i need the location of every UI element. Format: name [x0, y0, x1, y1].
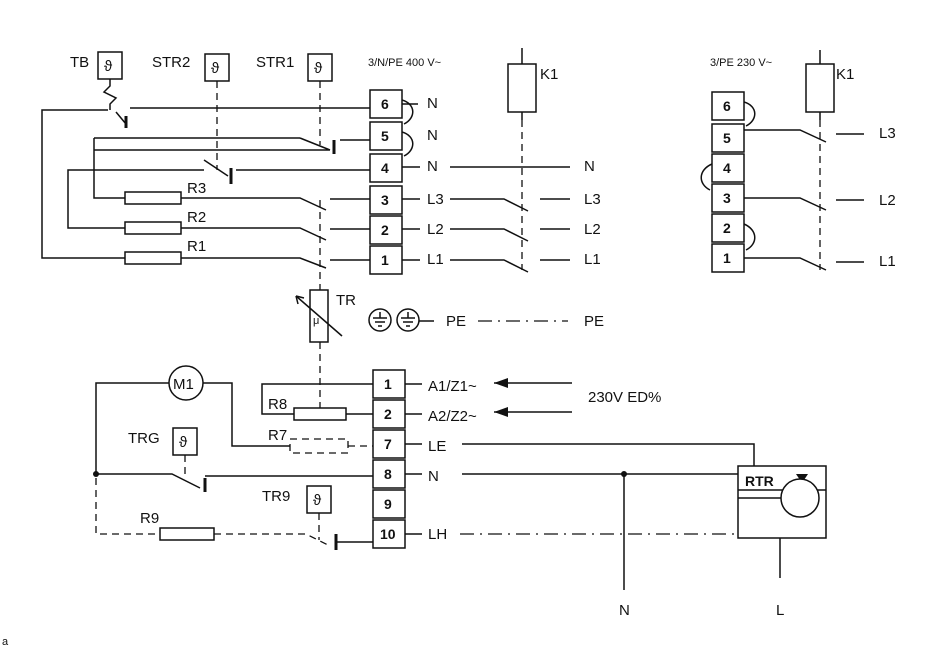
earth-icon	[368, 308, 420, 332]
svg-text:ϑ: ϑ	[179, 434, 188, 451]
bottom-circuit: 1 2 7 8 9 10 A1/Z1~ A2/Z2~ LE N LH 230V …	[93, 365, 827, 619]
supply-label-400v: 3/N/PE 400 V~	[368, 57, 441, 69]
b-terminal-8: 8	[384, 466, 392, 482]
conductor-l3: L3	[427, 191, 444, 208]
top-right-circuit: 3/PE 230 V~ 6 5 4 3 2 1 K1 L3 L2 L1	[700, 50, 896, 273]
tr9-label: TR9	[262, 488, 290, 505]
terminal-2: 2	[381, 222, 389, 238]
label-lh: LH	[428, 526, 447, 543]
resistor-r2	[124, 221, 182, 235]
r8-label: R8	[268, 396, 287, 413]
tb-label: TB	[70, 54, 89, 71]
middle-section: μ TR PE PE	[295, 289, 604, 408]
trg-label: TRG	[128, 430, 160, 447]
rtr-label: RTR	[745, 473, 774, 489]
svg-text:ϑ: ϑ	[314, 60, 323, 77]
output-l2: L2	[584, 221, 601, 238]
output-n: N	[584, 158, 595, 175]
rtr-controller: RTR	[737, 465, 827, 539]
label-n-8: N	[428, 468, 439, 485]
motor-icon: M1	[168, 365, 204, 401]
corner-label: a	[2, 636, 9, 648]
output-l3: L3	[584, 191, 601, 208]
resistor-r1	[124, 251, 182, 265]
r-output-l1: L1	[879, 253, 896, 270]
b-terminal-9: 9	[384, 496, 392, 512]
pe-right-label: PE	[584, 313, 604, 330]
b-terminal-2: 2	[384, 406, 392, 422]
tr-mu: μ	[313, 315, 319, 327]
str1-thermostat-icon: ϑ	[307, 53, 333, 82]
r7-label: R7	[268, 427, 287, 444]
motor-label: M1	[173, 376, 194, 393]
terminal-1: 1	[381, 252, 389, 268]
resistor-r9	[159, 527, 215, 541]
label-a1z1: A1/Z1~	[428, 378, 477, 395]
control-voltage-label: 230V ED%	[588, 389, 661, 406]
r-output-l3: L3	[879, 125, 896, 142]
bottom-n-label: N	[619, 602, 630, 619]
tb-thermostat-icon: ϑ	[97, 51, 123, 80]
output-l1: L1	[584, 251, 601, 268]
str2-thermostat-icon: ϑ	[204, 53, 230, 82]
label-a2z2: A2/Z2~	[428, 408, 477, 425]
conductor-n-4: N	[427, 158, 438, 175]
r-terminal-1: 1	[723, 250, 731, 266]
bottom-l-label: L	[776, 602, 784, 619]
resistor-r7	[289, 438, 349, 454]
b-terminal-7: 7	[384, 436, 392, 452]
conductor-n-5: N	[427, 127, 438, 144]
supply-label-230v: 3/PE 230 V~	[710, 57, 772, 69]
trg-thermostat-icon: ϑ	[172, 427, 198, 456]
terminal-5: 5	[381, 128, 389, 144]
r3-label: R3	[187, 180, 206, 197]
terminal-block-bottom: 1 2 7 8 9 10	[372, 369, 406, 549]
terminal-3: 3	[381, 192, 389, 208]
tr-label: TR	[336, 292, 356, 309]
label-le: LE	[428, 438, 446, 455]
r-terminal-3: 3	[723, 190, 731, 206]
r-terminal-5: 5	[723, 130, 731, 146]
conductor-l1: L1	[427, 251, 444, 268]
pe-left-label: PE	[446, 313, 466, 330]
r2-label: R2	[187, 209, 206, 226]
tr9-thermostat-icon: ϑ	[306, 485, 332, 514]
r-terminal-4: 4	[723, 160, 731, 176]
b-terminal-1: 1	[384, 376, 392, 392]
terminal-6: 6	[381, 96, 389, 112]
resistor-r3	[124, 191, 182, 205]
r9-label: R9	[140, 510, 159, 527]
r1-label: R1	[187, 238, 206, 255]
svg-text:ϑ: ϑ	[313, 492, 322, 509]
r-output-l2: L2	[879, 192, 896, 209]
str1-label: STR1	[256, 54, 294, 71]
conductor-n-6: N	[427, 95, 438, 112]
r-terminal-6: 6	[723, 98, 731, 114]
terminal-block-top-right: 6 5 4 3 2 1	[711, 91, 745, 273]
relay-k1-left	[507, 63, 537, 113]
terminal-block-top-left: 6 5 4 3 2 1	[369, 89, 403, 275]
k1-label-right: K1	[836, 66, 854, 83]
str2-label: STR2	[152, 54, 190, 71]
terminal-4: 4	[381, 160, 389, 176]
b-terminal-10: 10	[380, 526, 396, 542]
resistor-r8	[293, 407, 347, 421]
relay-k1-right	[805, 63, 835, 113]
svg-text:ϑ: ϑ	[211, 60, 220, 77]
r-terminal-2: 2	[723, 220, 731, 236]
k1-label-left: K1	[540, 66, 558, 83]
conductor-l2: L2	[427, 221, 444, 238]
svg-text:ϑ: ϑ	[104, 58, 113, 75]
top-left-circuit: 3/N/PE 400 V~ TB ϑ STR2 ϑ STR1 ϑ	[41, 48, 601, 290]
